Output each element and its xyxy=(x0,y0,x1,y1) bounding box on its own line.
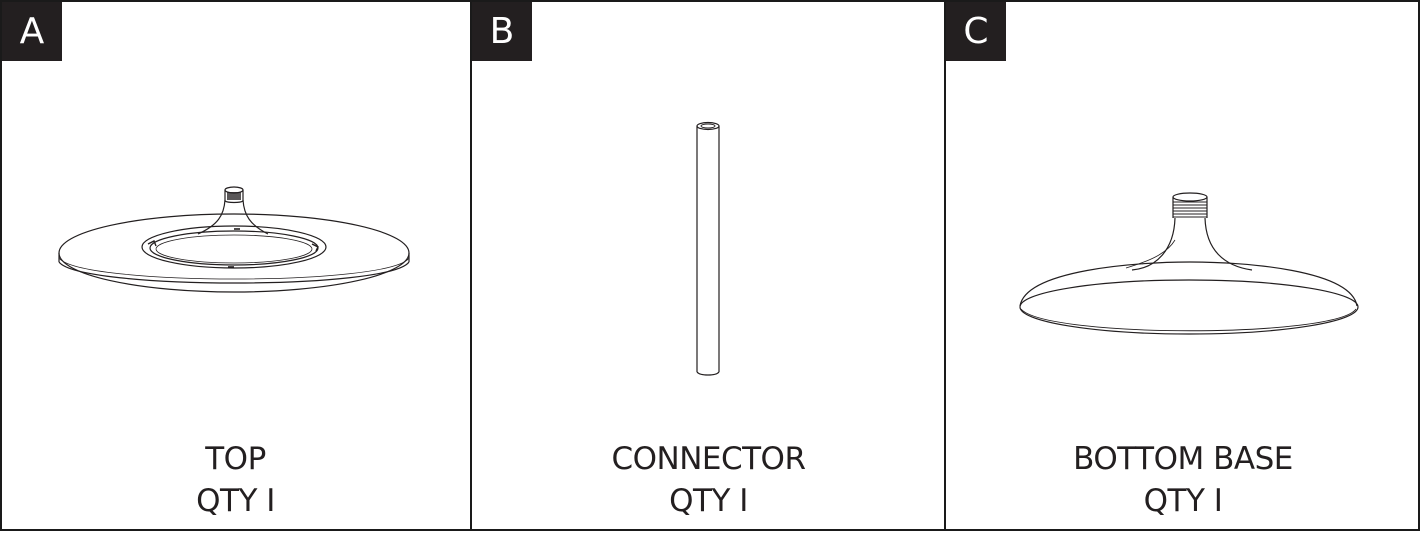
bottom-base-part-drawing xyxy=(1019,192,1359,335)
part-letter-badge: B xyxy=(472,2,532,61)
part-letter-badge: A xyxy=(2,2,62,61)
part-panel-a: A xyxy=(0,0,471,531)
part-panel-b: B CONNECTOR QTY I xyxy=(470,0,945,531)
part-name: TOP xyxy=(205,441,266,477)
connector-part-drawing xyxy=(696,121,720,376)
part-quantity: QTY I xyxy=(669,483,748,519)
part-name: BOTTOM BASE xyxy=(1073,441,1293,477)
top-part-drawing xyxy=(58,186,410,293)
part-panel-c: C BOTTOM BASE QTY I xyxy=(944,0,1420,531)
part-letter-badge: C xyxy=(946,2,1006,61)
part-quantity: QTY I xyxy=(1143,483,1223,519)
part-name: CONNECTOR xyxy=(611,441,806,477)
part-quantity: QTY I xyxy=(196,483,275,519)
